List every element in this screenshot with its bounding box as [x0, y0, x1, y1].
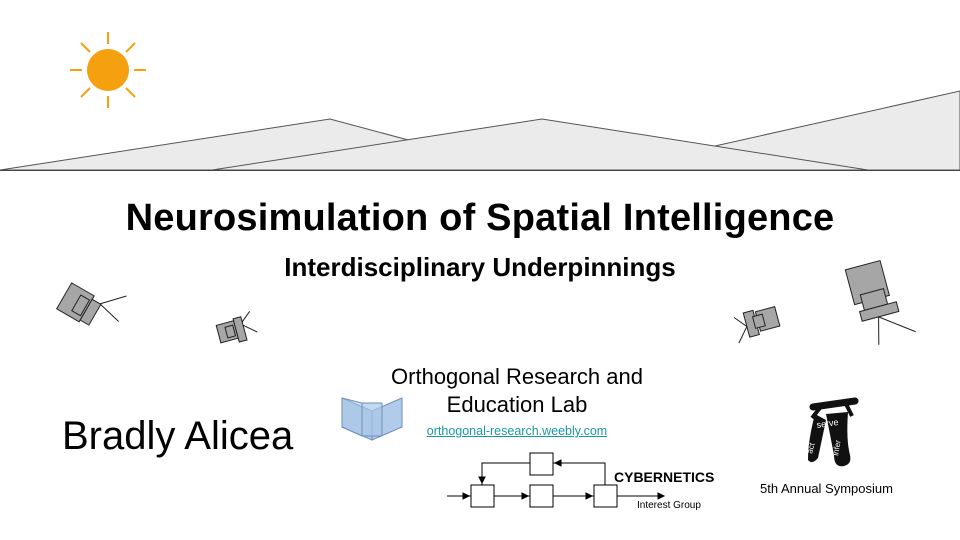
lab-name-line1: Orthogonal Research and: [391, 364, 643, 389]
sun-icon: [70, 32, 146, 108]
pi-logo-word-serve: serve: [816, 417, 839, 430]
slide-subtitle: Interdisciplinary Underpinnings: [284, 252, 676, 282]
pi-logo: serve act infer: [805, 397, 859, 467]
lab-website-link[interactable]: orthogonal-research.weebly.com: [426, 424, 608, 438]
camera-icon: [215, 311, 258, 344]
symposium-label: 5th Annual Symposium: [760, 481, 893, 496]
lab-name-line2: Education Lab: [446, 392, 588, 417]
mountains-graphic: [0, 90, 960, 171]
cybernetics-title: CYBERNETICS: [614, 469, 715, 485]
pi-logo-word-act: act: [805, 441, 817, 454]
cybernetics-subtitle: Interest Group: [637, 500, 701, 511]
cybernetics-diagram: [447, 452, 666, 508]
camera-icon: [844, 259, 916, 345]
pi-logo-word-infer: infer: [831, 439, 843, 456]
camera-icon: [733, 306, 781, 344]
slide-title: Neurosimulation of Spatial Intelligence: [125, 197, 835, 239]
camera-icon: [55, 282, 127, 326]
orthogonal-lab-logo: [341, 397, 403, 441]
author-name: Bradly Alicea: [62, 414, 294, 458]
